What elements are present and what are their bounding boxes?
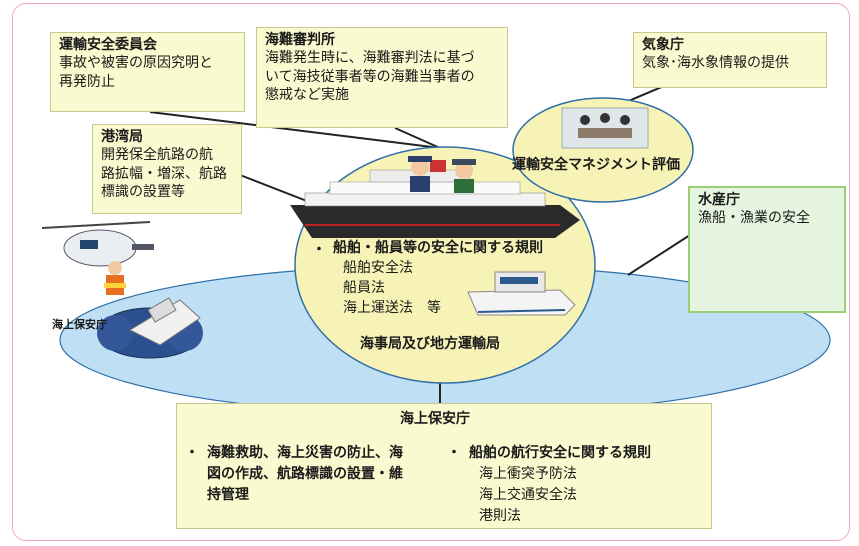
outer-frame (12, 3, 850, 541)
kaiji-law-2: 船員法 (343, 280, 385, 296)
rescuer-icon (104, 261, 126, 295)
kowan-line-3: 標識の設置等 (101, 184, 185, 201)
kaiji-rule-title: 船舶・船員等の安全に関する規則 (333, 240, 543, 256)
kaiji-law-1: 船舶安全法 (343, 260, 413, 276)
kainan-shinpan-title: 海難審判所 (265, 32, 335, 48)
hoan-left-bullet: ・ (185, 445, 199, 461)
kainan-shinpan-box: 海難審判所 海難発生時に、海難審判法に基づ いて海技従事者等の海難当事者の 懲戒… (256, 27, 508, 128)
hoan-right-bullet: ・ (447, 445, 461, 461)
connector-unyu (149, 111, 441, 149)
kaiji-label: 海事局及び地方運輸局 (360, 336, 500, 352)
wrecked-ship-icon (97, 297, 203, 359)
hoan-left-line-1: 海難救助、海上災害の防止、海 (207, 445, 403, 461)
hoan-right-title: 船舶の航行安全に関する規則 (469, 445, 651, 461)
management-label: 運輸安全マネジメント評価 (512, 157, 680, 173)
unyu-anzen-line-1: 事故や被害の原因究明と (59, 55, 213, 72)
hoan-left-line-2: 図の作成、航路標識の設置・維 (207, 466, 403, 482)
kowan-box: 港湾局 開発保全航路の航 路拡幅・増深、航路 標識の設置等 (92, 124, 242, 214)
kowan-line-2: 路拡幅・増深、航路 (101, 165, 227, 182)
officer-icon-2 (452, 159, 476, 193)
small-boat-icon (467, 271, 576, 316)
unyu-anzen-line-2: 再発防止 (59, 73, 115, 90)
kaijo-hoan-box: 海上保安庁 ・ 海難救助、海上災害の防止、海 図の作成、航路標識の設置・維 持管… (176, 403, 712, 529)
kaiji-law-3: 海上運送法 等 (343, 300, 441, 316)
suisan-box: 水産庁 漁船・漁業の安全 (688, 186, 846, 313)
coast-guard-label: 海上保安庁 (52, 318, 107, 331)
helicopter-icon (41, 221, 154, 267)
hoan-right-law-2: 海上交通安全法 (479, 487, 577, 503)
kishocho-title: 気象庁 (642, 37, 684, 53)
kainan-shinpan-line-3: 懲戒など実施 (265, 87, 349, 104)
kishocho-box: 気象庁 気象･海水象情報の提供 (633, 32, 827, 88)
kaiji-bullet: ・ (312, 242, 326, 258)
kowan-title: 港湾局 (101, 129, 143, 145)
kainan-shinpan-line-1: 海難発生時に、海難審判法に基づ (265, 50, 475, 67)
unyu-anzen-title: 運輸安全委員会 (59, 37, 157, 53)
kowan-line-1: 開発保全航路の航 (101, 147, 213, 164)
suisan-title: 水産庁 (698, 192, 740, 208)
kishocho-line-1: 気象･海水象情報の提供 (642, 55, 789, 72)
kaijo-hoan-title: 海上保安庁 (400, 411, 470, 427)
kainan-shinpan-line-2: いて海技従事者等の海難当事者の (265, 68, 475, 85)
connector-kainan (394, 127, 441, 149)
hoan-left-line-3: 持管理 (207, 487, 249, 503)
connector-suisan (627, 234, 691, 276)
hoan-right-law-1: 海上衝突予防法 (479, 466, 577, 482)
meeting-photo-icon (561, 107, 649, 149)
officer-icon (408, 156, 432, 192)
unyu-anzen-box: 運輸安全委員会 事故や被害の原因究明と 再発防止 (50, 32, 245, 112)
suisan-line-1: 漁船・漁業の安全 (698, 210, 810, 227)
hoan-right-law-3: 港則法 (479, 508, 521, 524)
